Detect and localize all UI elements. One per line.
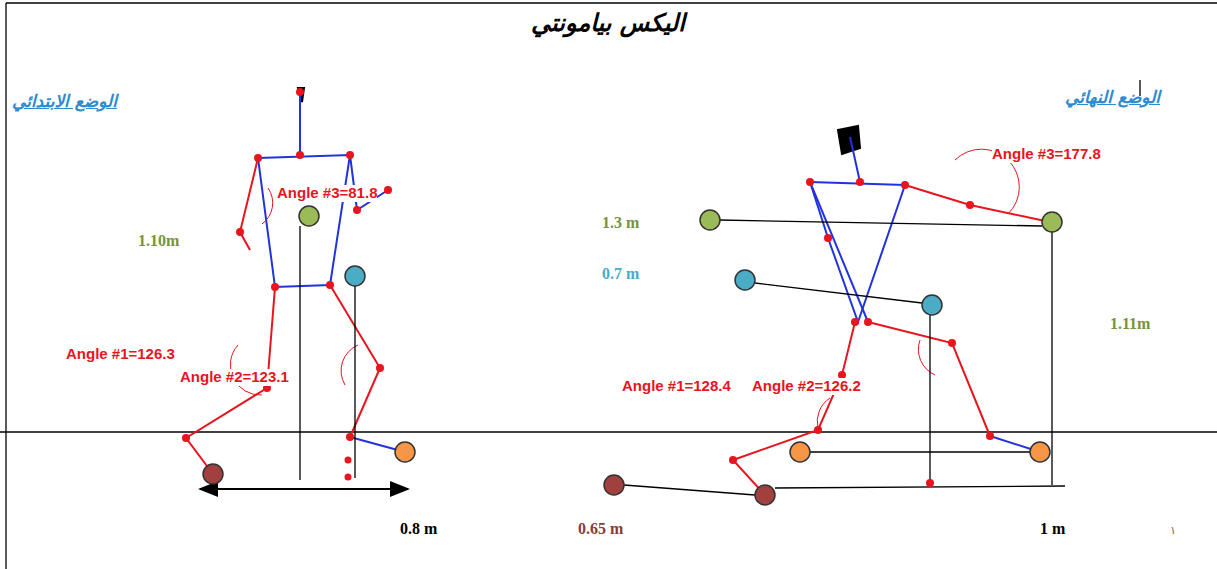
position-heading: الوضع الابتدائي bbox=[12, 92, 117, 111]
angle-label: Angle #1=126.3 bbox=[66, 346, 175, 363]
distance-dimension: 0.8 m bbox=[400, 520, 437, 538]
page-number: ١ bbox=[1170, 524, 1176, 536]
distance-dimension: 0.65 m bbox=[578, 520, 623, 538]
height-dimension: 0.7 m bbox=[602, 265, 639, 283]
height-dimension: 1.3 m bbox=[602, 214, 639, 232]
angle-label: Angle #3=177.8 bbox=[992, 146, 1101, 163]
height-dimension: 1.10m bbox=[138, 232, 179, 250]
position-heading: الوضع النهائي bbox=[1065, 88, 1160, 107]
height-dimension: 1.11m bbox=[1110, 315, 1150, 333]
angle-label: Angle #2=123.1 bbox=[180, 369, 289, 386]
page-title: اليكس بيامونتي bbox=[531, 10, 685, 36]
angle-label: Angle #1=128.4 bbox=[622, 378, 731, 395]
angle-label: Angle #3=81.8 bbox=[277, 185, 377, 202]
distance-dimension: 1 m bbox=[1040, 520, 1065, 538]
angle-label: Angle #2=126.2 bbox=[752, 378, 861, 395]
